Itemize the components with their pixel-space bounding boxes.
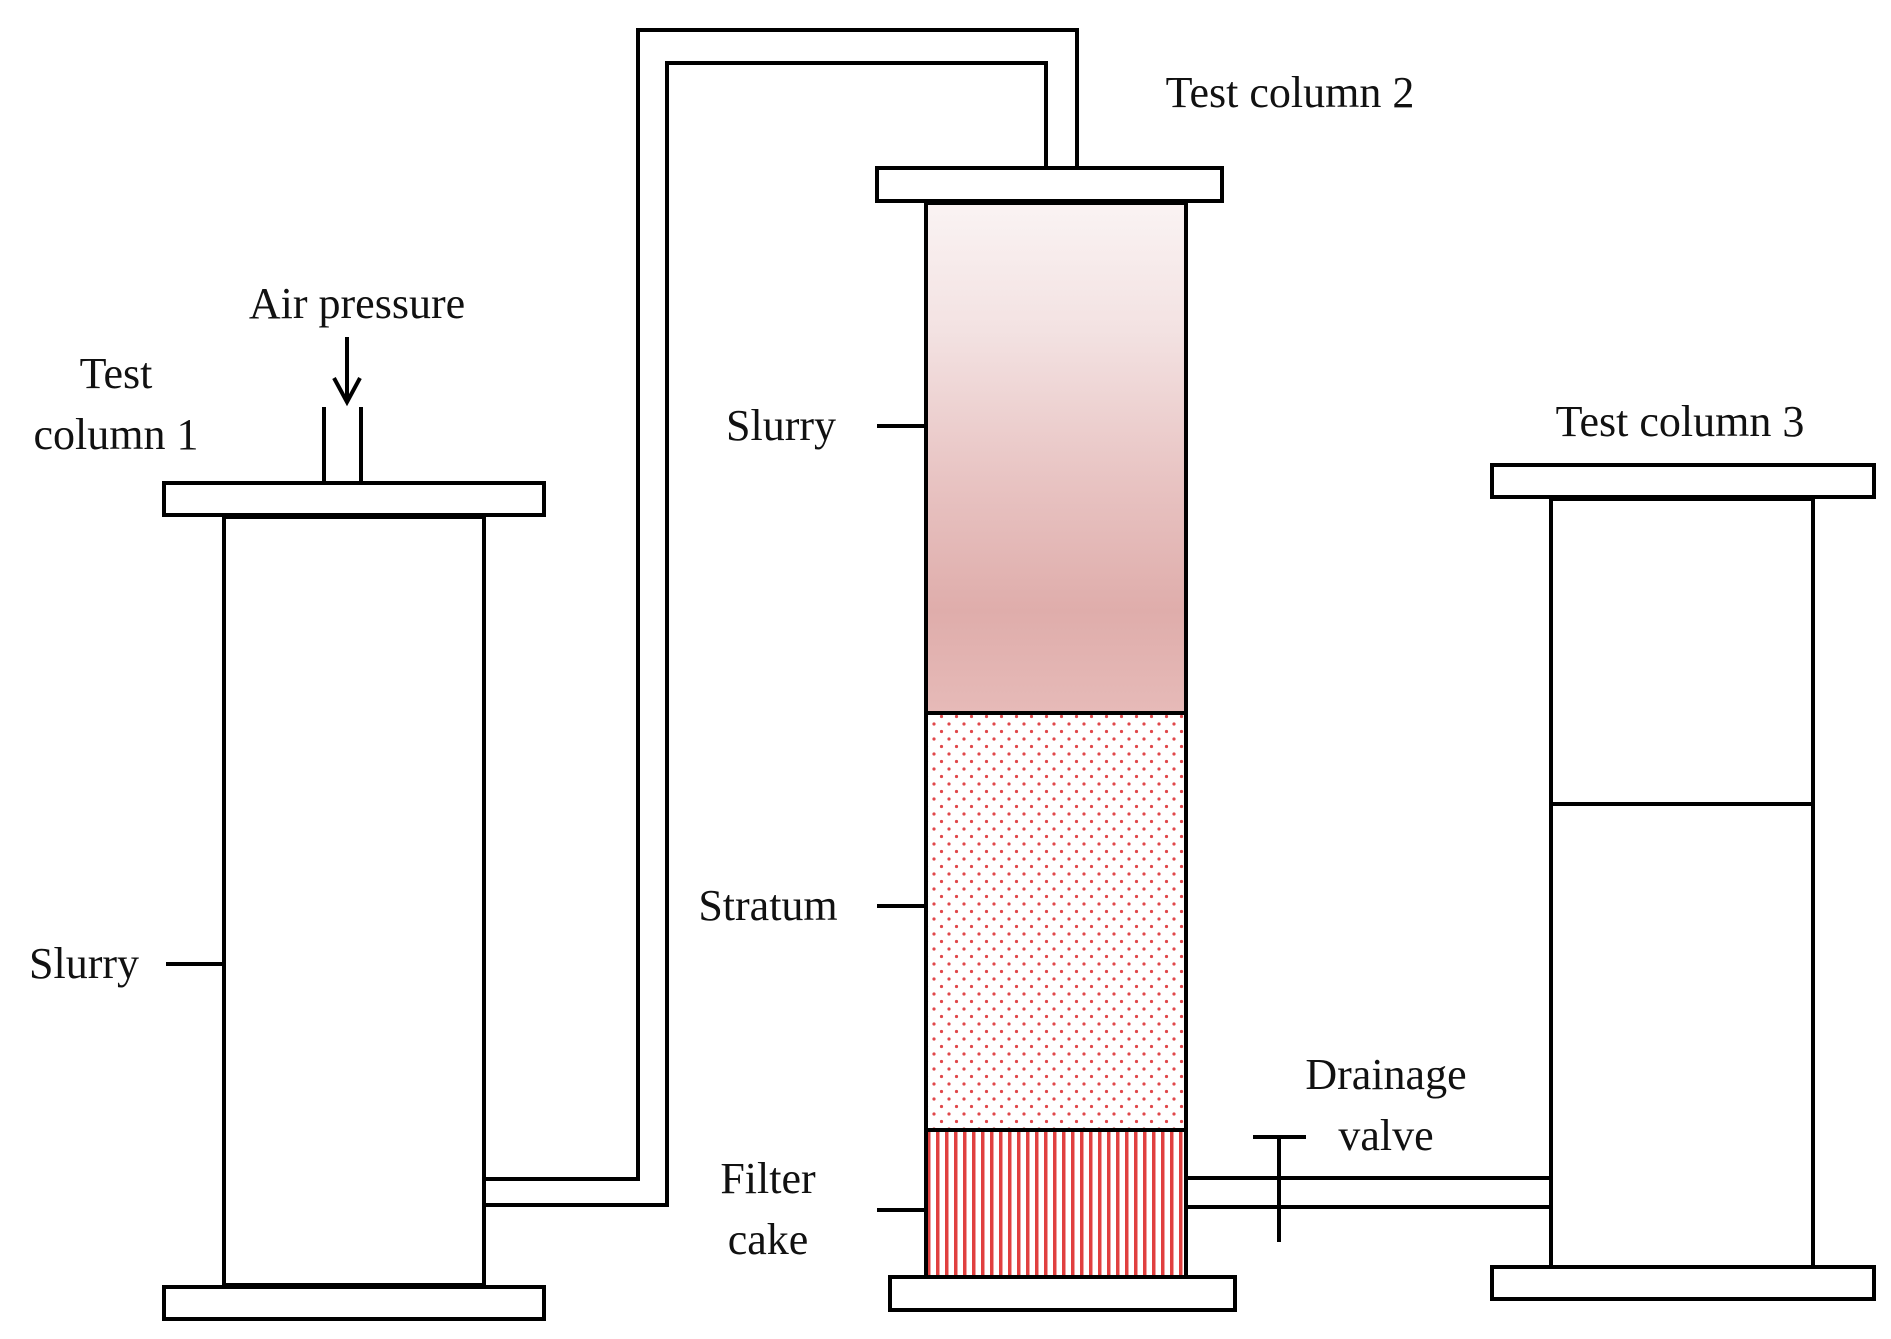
stratum-label: Stratum [698, 881, 837, 930]
drainage-valve-label-line2: valve [1338, 1111, 1433, 1160]
slurry-col1-label: Slurry [29, 939, 139, 988]
column1-top-cap [162, 481, 546, 517]
column3-label: Test column 3 [1556, 397, 1805, 446]
air-pressure-label: Air pressure [249, 279, 465, 328]
test-column-1 [162, 337, 546, 1321]
column1-bottom-cap [162, 1285, 546, 1321]
column1-label-line2: column 1 [34, 410, 199, 459]
column2-filter-cake [926, 1130, 1186, 1277]
column2-label: Test column 2 [1166, 68, 1415, 117]
column1-label-line1: Test [80, 349, 153, 398]
drainage-valve-icon [1253, 1135, 1306, 1242]
column3-body [1549, 497, 1815, 1269]
column2-bottom-cap [888, 1275, 1237, 1312]
column1-slurry [222, 515, 486, 1287]
test-column-2 [875, 166, 1237, 1312]
column3-top-cap [1490, 463, 1876, 499]
connecting-pipe [486, 28, 1079, 1207]
column2-slurry [926, 203, 1186, 713]
drainage-pipe [1186, 1135, 1550, 1242]
slurry-col2-label: Slurry [726, 401, 836, 450]
column3-bottom-cap [1490, 1265, 1876, 1301]
test-column-3 [1490, 463, 1876, 1301]
filter-cake-label-line2: cake [728, 1215, 809, 1264]
column2-top-cap [875, 166, 1224, 203]
column2-stratum [926, 713, 1186, 1130]
drainage-valve-label-line1: Drainage [1305, 1050, 1466, 1099]
filter-cake-label-line1: Filter [720, 1154, 816, 1203]
air-pressure-arrow-icon [332, 337, 362, 407]
